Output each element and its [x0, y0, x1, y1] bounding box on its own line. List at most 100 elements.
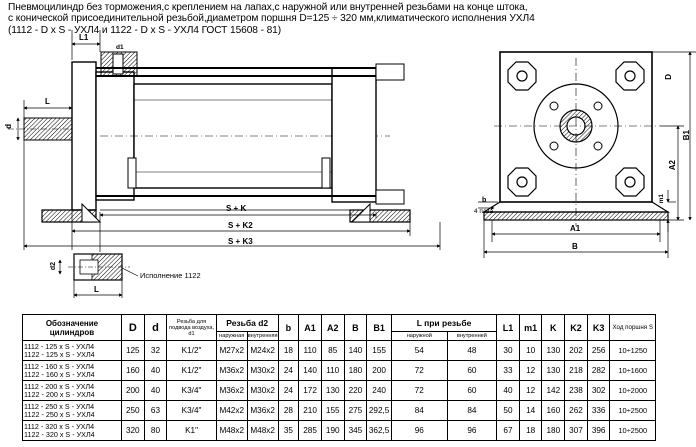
cell-L-outer: 72 [390, 360, 448, 381]
cell-K2: 238 [564, 380, 588, 401]
col-K2: K2 [564, 314, 588, 341]
dim-A2-label: A2 [668, 160, 677, 171]
cell-d2-inner: M36x2 [246, 400, 279, 421]
technical-drawing [8, 30, 696, 298]
cell-d: 63 [143, 400, 168, 421]
dim-L1-label: L1 [79, 33, 89, 42]
cell-L-inner: 84 [446, 400, 498, 421]
dim-A1-label: A1 [570, 224, 581, 233]
cell-L1: 30 [496, 340, 520, 361]
cell-m1: 18 [518, 420, 543, 441]
cell-L-inner: 60 [446, 360, 498, 381]
cell-K2: 218 [564, 360, 588, 381]
dim-D-label: D [664, 74, 673, 80]
cell-S: 10÷2500 [609, 400, 656, 421]
dim-s-k3-label: S + K3 [228, 237, 253, 246]
cell-d2-inner: M24x2 [246, 340, 279, 361]
variant-1122-rod-end [58, 253, 139, 298]
cell-K2: 202 [564, 340, 588, 361]
cell-m1: 10 [518, 340, 543, 361]
cell-S: 10÷1250 [609, 340, 656, 361]
cell-K: 130 [541, 340, 566, 361]
col-L1: L1 [496, 314, 520, 341]
cell-D: 320 [120, 420, 145, 441]
cell-m1: 14 [518, 400, 543, 421]
side-view [8, 51, 411, 223]
col-thread-d2: Резьба d2 [215, 314, 279, 332]
dim-d2-label: d2 [50, 262, 57, 271]
heading-line-2: с конической присоединительной резьбой,д… [8, 13, 535, 25]
cell-B: 220 [343, 380, 368, 401]
col-thread-d1: Резьба для подвода воздуха, d1 [166, 314, 217, 341]
cell-m1: 12 [518, 360, 543, 381]
cell-K2: 307 [564, 420, 588, 441]
cell-d1: K3/4" [166, 400, 217, 421]
cell-K3: 282 [586, 360, 611, 381]
cell-B: 140 [343, 340, 368, 361]
rear-cover [331, 67, 377, 203]
cell-A2: 155 [320, 400, 345, 421]
cell-B: 275 [343, 400, 368, 421]
cell-L1: 50 [496, 400, 520, 421]
cell-d: 32 [143, 340, 168, 361]
cell-S: 10÷1600 [609, 360, 656, 381]
dim-m1-label: m1 [658, 194, 665, 204]
dim-d-label: d [4, 124, 13, 129]
col-D: D [120, 314, 145, 341]
designation-line: 1112 - 250 x S - УХЛ4 [24, 401, 95, 411]
cell-A2: 190 [320, 420, 345, 441]
cell-L1: 67 [496, 420, 520, 441]
dim-s-k2-label: S + K2 [228, 221, 253, 230]
cell-L-outer: 54 [390, 340, 448, 361]
col-d: d [143, 314, 168, 341]
col-L-inner: внутренней [446, 331, 498, 341]
heading-line-1: Пневмоцилиндр без торможения,с крепление… [8, 2, 528, 13]
cell-A2: 85 [320, 340, 345, 361]
cell-b: 18 [277, 340, 300, 361]
specification-table: Обозначение цилиндров D d Резьба для под… [22, 314, 656, 441]
cell-D: 160 [120, 360, 145, 381]
designation-line: 1112 - 200 x S - УХЛ4 [24, 381, 95, 391]
col-stroke: Ход поршня S [609, 314, 656, 341]
cell-S: 10÷2500 [609, 420, 656, 441]
cell-K3: 256 [586, 340, 611, 361]
cell-K2: 262 [564, 400, 588, 421]
cell-B1: 155 [366, 340, 392, 361]
cell-d1: K3/4" [166, 380, 217, 401]
cell-L-inner: 60 [446, 380, 498, 401]
cell-K: 130 [541, 360, 566, 381]
cell-S: 10÷2000 [609, 380, 656, 401]
cell-d2-outer: M42x2 [215, 400, 248, 421]
cell-d: 40 [143, 360, 168, 381]
col-L-outer: наружной [390, 331, 448, 341]
cell-D: 200 [120, 380, 145, 401]
cell-b: 28 [277, 400, 300, 421]
cell-B1: 292,5 [366, 400, 392, 421]
cell-A1: 140 [298, 360, 322, 381]
cell-m1: 12 [518, 380, 543, 401]
cell-b: 24 [277, 360, 300, 381]
cell-A2: 110 [320, 360, 345, 381]
cell-d: 80 [143, 420, 168, 441]
designation-line: 1122 - 200 x S - УХЛ4 [24, 389, 95, 399]
col-d2-outer: наружная [215, 331, 248, 341]
cell-A1: 110 [298, 340, 322, 361]
cell-A1: 172 [298, 380, 322, 401]
col-B1: B1 [366, 314, 392, 341]
cell-L-outer: 72 [390, 380, 448, 401]
col-m1: m1 [518, 314, 543, 341]
cell-A2: 130 [320, 380, 345, 401]
heading: Пневмоцилиндр без торможения,с крепление… [8, 2, 692, 36]
cell-D: 250 [120, 400, 145, 421]
cell-d1: K1" [166, 420, 217, 441]
end-view-dimensions [478, 51, 696, 258]
dim-s-k-label: S + K [226, 204, 247, 213]
holes-label: 4 паза [474, 208, 494, 215]
